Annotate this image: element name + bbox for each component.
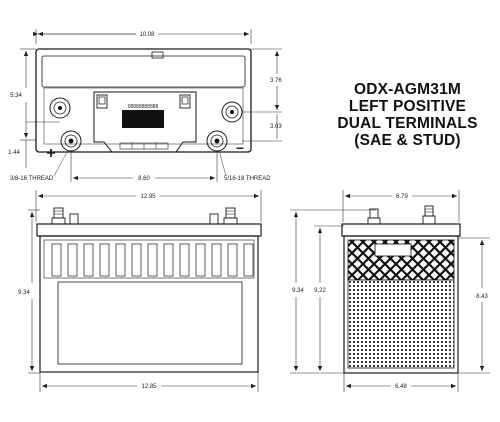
front-rib bbox=[195, 243, 206, 277]
top-width-dim: 10.08 bbox=[139, 32, 155, 38]
front-lid bbox=[36, 223, 262, 237]
front-height-dim: 9.34 bbox=[18, 290, 30, 296]
front-rib bbox=[179, 243, 190, 277]
battery-top-outline bbox=[35, 48, 252, 153]
front-rib bbox=[211, 243, 222, 277]
side-bottom-width-dim: 6.48 bbox=[395, 384, 407, 390]
front-rib bbox=[67, 243, 78, 277]
left-thread-label: 3/8-16 THREAD bbox=[10, 176, 54, 182]
product-label-block bbox=[122, 110, 164, 128]
right-lower-dim: 3.03 bbox=[270, 124, 282, 130]
side-case bbox=[343, 235, 459, 374]
side-lid bbox=[341, 223, 461, 237]
center-distance-dim: 8.60 bbox=[138, 176, 150, 182]
title-line-1: ODX-AGM31M bbox=[353, 81, 462, 98]
title-line-3: DUAL TERMINALS bbox=[337, 115, 478, 132]
title-line-4: (SAE & STUD) bbox=[354, 132, 461, 149]
front-rib bbox=[243, 243, 254, 277]
right-upper-dim: 3.76 bbox=[270, 78, 282, 84]
side-left-height-dim: 9.34 bbox=[292, 288, 304, 294]
top-height-dim: 5.34 bbox=[10, 93, 22, 99]
front-top-width-dim: 12.95 bbox=[140, 194, 156, 200]
front-rib bbox=[163, 243, 174, 277]
front-rib bbox=[99, 243, 110, 277]
front-rib bbox=[147, 243, 158, 277]
right-stud-terminal bbox=[206, 130, 228, 152]
front-rib bbox=[227, 243, 238, 277]
negative-sign: − bbox=[236, 140, 244, 156]
top-vent-panel bbox=[41, 55, 246, 88]
side-texture-area bbox=[347, 279, 455, 369]
right-thread-label: 5/16-18 THREAD bbox=[224, 176, 271, 182]
handle-recess bbox=[93, 91, 197, 153]
front-rib bbox=[115, 243, 126, 277]
side-inner-height-dim: 9.22 bbox=[314, 288, 326, 294]
title-line-2: LEFT POSITIVE bbox=[348, 98, 467, 115]
side-top-width-dim: 6.79 bbox=[396, 194, 408, 200]
front-rib bbox=[51, 243, 62, 277]
left-lower-dim: 1.44 bbox=[8, 150, 20, 156]
side-view: 6.79 9.34 9.22 8.43 bbox=[290, 190, 490, 392]
front-label-area bbox=[57, 281, 243, 365]
front-rib bbox=[83, 243, 94, 277]
front-bottom-width-dim: 12.85 bbox=[141, 384, 157, 390]
front-view: 12.95 9.34 12.85 bbox=[18, 190, 262, 392]
top-view: 10.08 5.34 1.44 08888888888 bbox=[8, 29, 282, 182]
label-code: 08888888888 bbox=[128, 104, 159, 110]
left-stud-terminal bbox=[60, 130, 82, 152]
side-right-height-dim: 8.43 bbox=[476, 294, 488, 300]
front-rib bbox=[131, 243, 142, 277]
front-ribs bbox=[51, 243, 254, 277]
front-case bbox=[39, 235, 259, 373]
left-sae-post bbox=[49, 97, 71, 119]
positive-sign: + bbox=[46, 145, 55, 162]
